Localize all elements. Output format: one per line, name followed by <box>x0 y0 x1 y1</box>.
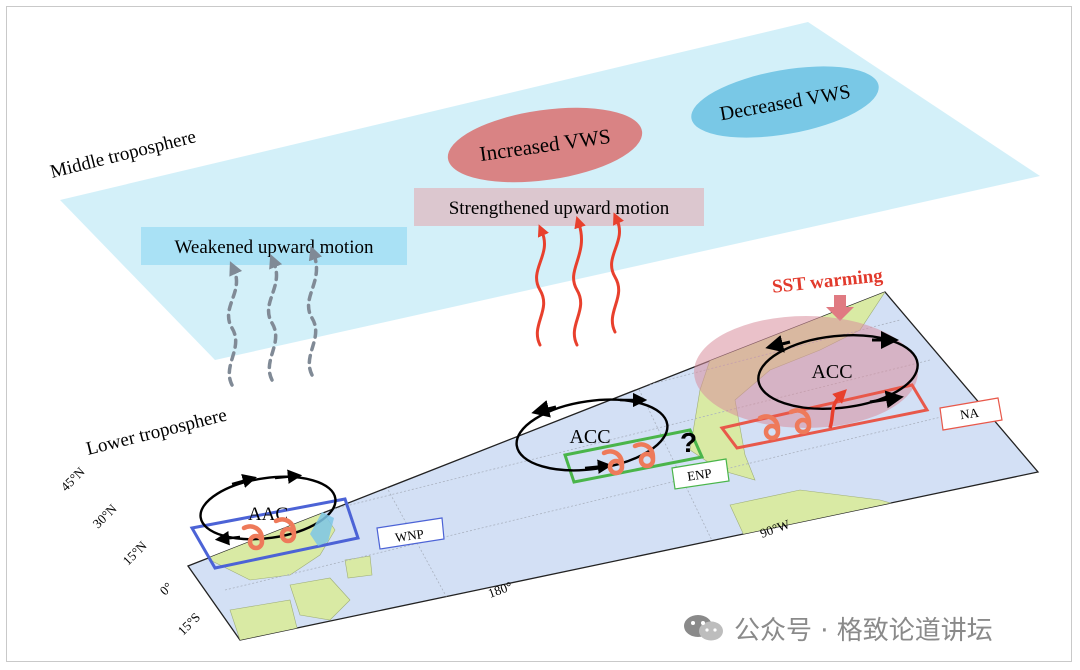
svg-text:SST warming: SST warming <box>771 265 884 298</box>
svg-text:ACC: ACC <box>569 426 610 448</box>
svg-text:45°N: 45°N <box>58 464 89 495</box>
svg-text:NA: NA <box>959 405 980 423</box>
enp-acc-circulation: ACC <box>515 392 669 474</box>
cyclone-icon <box>241 524 265 551</box>
wnp-label: WNP <box>376 517 445 550</box>
question-mark: ? <box>680 427 697 458</box>
svg-text:WNP: WNP <box>394 526 425 545</box>
wnp-box <box>189 497 360 570</box>
svg-text:ENP: ENP <box>686 465 712 483</box>
svg-text:15°N: 15°N <box>120 538 151 569</box>
cyclone-icon <box>632 442 656 469</box>
wnp-downward-arrow <box>310 512 334 546</box>
enp-label: ENP <box>671 458 730 490</box>
cyclone-icon <box>788 408 812 435</box>
sst-warm-pool <box>694 316 918 428</box>
cyclone-icon <box>757 414 781 441</box>
strengthened-motion-label: Strengthened upward motion <box>414 188 704 226</box>
svg-text:ACC: ACC <box>811 361 852 383</box>
na-upward-arrow <box>828 389 847 429</box>
na-label: NA <box>939 397 1003 431</box>
increased-vws-ellipse: Increased VWS <box>447 107 643 183</box>
enp-box <box>563 428 705 484</box>
strong-upward-arrows <box>535 212 624 347</box>
cyclone-icon <box>601 449 625 476</box>
lower-troposphere-label: Lower troposphere <box>84 405 229 460</box>
na-box <box>719 383 930 450</box>
watermark-text: 公众号 · 格致论道讲坛 <box>734 615 993 646</box>
latitude-labels: 45°N 30°N 15°N 0° 15°S <box>58 464 204 639</box>
svg-text:AAC: AAC <box>248 504 288 525</box>
svg-text:Weakened upward motion: Weakened upward motion <box>175 237 374 258</box>
na-acc-circulation: ACC <box>757 331 919 410</box>
weakened-motion-label: Weakened upward motion <box>141 227 407 265</box>
decreased-vws-ellipse: Decreased VWS <box>691 66 879 138</box>
weak-upward-arrows <box>226 245 323 387</box>
svg-text:0°: 0° <box>157 579 176 598</box>
svg-text:Strengthened upward motion: Strengthened upward motion <box>449 198 670 219</box>
watermark: 公众号 · 格致论道讲坛 <box>682 612 993 646</box>
svg-text:15°S: 15°S <box>175 610 204 639</box>
cyclone-icon <box>273 517 297 544</box>
svg-text:30°N: 30°N <box>90 501 121 532</box>
figure-frame <box>6 6 1072 662</box>
wechat-icon <box>684 615 723 641</box>
cyclone-icons <box>241 408 812 551</box>
